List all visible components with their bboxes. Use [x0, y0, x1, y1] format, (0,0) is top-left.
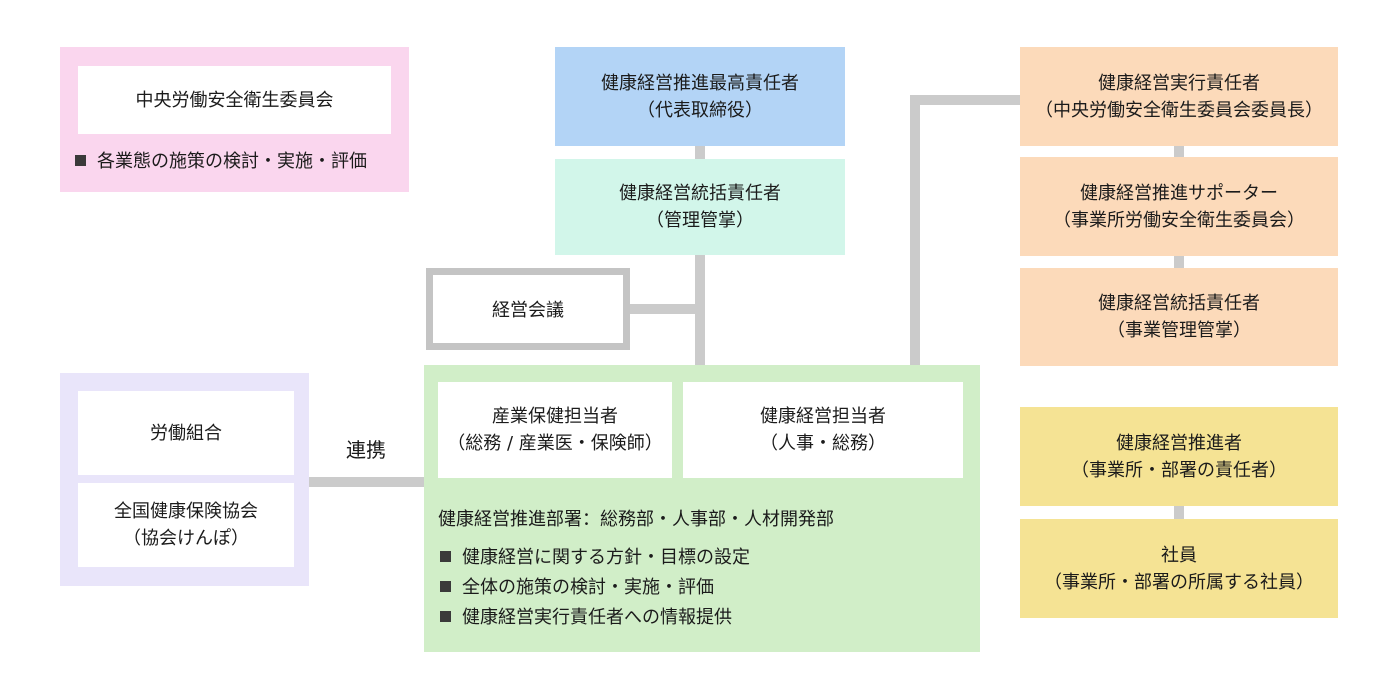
central-committee-box: 中央労働安全衛生委員会: [78, 66, 391, 134]
occupational-health-title: 産業保健担当者: [492, 406, 618, 427]
occupational-health-box: 産業保健担当者 （総務 / 産業医・保険師）: [438, 382, 672, 478]
connector-meeting-branch: [628, 304, 702, 314]
connector-dept-to-executive-horizontal: [910, 95, 1020, 105]
bullet-text: 全体の施策の検討・実施・評価: [462, 577, 714, 598]
promotion-dept-group: 産業保健担当者 （総務 / 産業医・保険師） 健康経営担当者 （人事・総務） 健…: [424, 365, 980, 652]
bullet-square-icon: [440, 580, 451, 592]
supporter-title: 健康経営推進サポーター: [1080, 182, 1278, 204]
bullet-text: 健康経営に関する方針・目標の設定: [462, 547, 750, 568]
promotion-dept-bullet: 健康経営実行責任者への情報提供: [440, 603, 732, 629]
health-management-staff-title: 健康経営担当者: [760, 406, 886, 427]
labor-union-box: 労働組合: [78, 391, 294, 475]
connector-supporter-to-site-supervisor: [1174, 256, 1184, 268]
management-meeting-box: 経営会議: [426, 268, 630, 350]
executive-officer-subtitle: （中央労働安全衛生委員会委員長）: [1035, 99, 1323, 121]
supervising-officer-box: 健康経営統括責任者 （管理管掌）: [555, 159, 845, 255]
health-management-staff-box: 健康経営担当者 （人事・総務）: [683, 382, 963, 478]
employees-subtitle: （事業所・部署の所属する社員）: [1044, 571, 1314, 593]
bullet-square-icon: [440, 550, 451, 562]
site-supervising-officer-box: 健康経営統括責任者 （事業管理管掌）: [1020, 268, 1338, 366]
supervising-officer-title: 健康経営統括責任者: [619, 183, 781, 204]
connector-dept-to-executive-vertical: [910, 95, 920, 365]
central-committee-group: 中央労働安全衛生委員会 各業態の施策の検討・実施・評価: [60, 47, 409, 192]
labor-union-title: 労働組合: [150, 422, 222, 444]
executive-officer-title: 健康経営実行責任者: [1098, 72, 1260, 94]
bullet-text: 健康経営実行責任者への情報提供: [462, 607, 732, 628]
supervising-officer-subtitle: （管理管掌）: [646, 210, 754, 231]
top-officer-title: 健康経営推進最高責任者: [601, 72, 799, 94]
employees-box: 社員 （事業所・部署の所属する社員）: [1020, 519, 1338, 618]
central-committee-bullet: 各業態の施策の検討・実施・評価: [75, 147, 367, 173]
supporter-box: 健康経営推進サポーター （事業所労働安全衛生委員会）: [1020, 157, 1338, 256]
top-officer-subtitle: （代表取締役）: [637, 99, 763, 121]
connector-union-to-dept: [309, 477, 424, 487]
executive-officer-box: 健康経営実行責任者 （中央労働安全衛生委員会委員長）: [1020, 47, 1338, 146]
employees-title: 社員: [1161, 544, 1197, 566]
supporter-subtitle: （事業所労働安全衛生委員会）: [1053, 209, 1305, 231]
occupational-health-subtitle: （総務 / 産業医・保険師）: [447, 433, 663, 454]
connector-ceo-to-supervisor: [695, 146, 705, 159]
health-insurance-subtitle: （協会けんぽ）: [123, 528, 249, 549]
promotion-dept-bullet: 全体の施策の検討・実施・評価: [440, 573, 714, 599]
central-committee-title: 中央労働安全衛生委員会: [135, 89, 334, 111]
promoter-title: 健康経営推進者: [1116, 432, 1242, 454]
promoter-subtitle: （事業所・部署の責任者）: [1071, 459, 1287, 481]
top-officer-box: 健康経営推進最高責任者 （代表取締役）: [555, 47, 845, 146]
external-partners-group: 労働組合 全国健康保険協会 （協会けんぽ）: [60, 373, 309, 586]
health-insurance-title: 全国健康保険協会: [114, 501, 258, 522]
connector-executive-to-supporter: [1174, 146, 1184, 157]
bullet-square-icon: [440, 610, 451, 622]
promoter-box: 健康経営推進者 （事業所・部署の責任者）: [1020, 407, 1338, 506]
site-supervising-officer-title: 健康経営統括責任者: [1098, 293, 1260, 314]
management-meeting-title: 経営会議: [492, 300, 564, 321]
cooperation-label: 連携: [346, 438, 386, 462]
connector-promoter-to-employees: [1174, 506, 1184, 519]
bullet-square-icon: [75, 154, 86, 166]
promotion-dept-heading: 健康経営推進部署：総務部・人事部・人材開発部: [438, 509, 834, 530]
promotion-dept-bullet: 健康経営に関する方針・目標の設定: [440, 543, 750, 569]
bullet-text: 各業態の施策の検討・実施・評価: [97, 151, 367, 172]
health-management-staff-subtitle: （人事・総務）: [760, 433, 886, 454]
site-supervising-officer-subtitle: （事業管理管掌）: [1107, 320, 1251, 341]
health-insurance-box: 全国健康保険協会 （協会けんぽ）: [78, 483, 294, 567]
